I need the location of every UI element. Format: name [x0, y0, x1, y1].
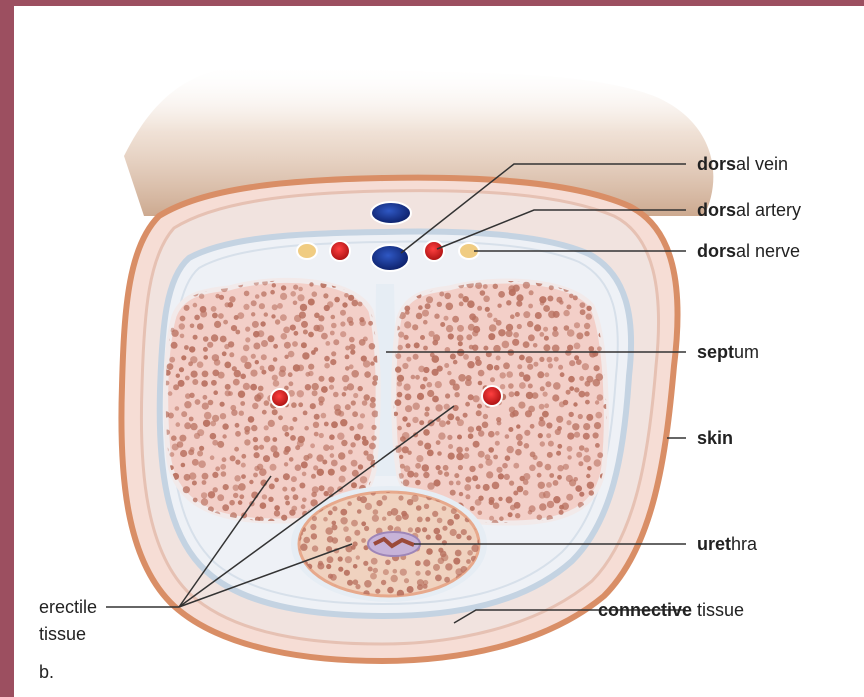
- label-erectile-tissue-line1: erectile: [39, 597, 97, 618]
- label-skin: skin: [697, 428, 733, 449]
- label-septum: septum: [697, 342, 759, 363]
- panel-label: b.: [39, 662, 54, 683]
- label-connective-tissue: connective tissue: [598, 600, 744, 621]
- superficial-dorsal-vein: [371, 202, 411, 224]
- dorsal-artery-left: [330, 241, 350, 261]
- label-dorsal-artery: dorsal artery: [697, 200, 801, 221]
- deep-artery-left: [271, 389, 289, 407]
- label-dorsal-nerve: dorsal nerve: [697, 241, 800, 262]
- dorsal-artery-right: [424, 241, 444, 261]
- label-erectile-tissue-line2: tissue: [39, 624, 86, 645]
- diagram-panel: dorsal vein dorsal artery dorsal nerve s…: [14, 6, 864, 697]
- label-dorsal-vein: dorsal vein: [697, 154, 788, 175]
- dorsal-nerve-left: [297, 243, 317, 259]
- deep-artery-right: [482, 386, 502, 406]
- label-urethra: urethra: [697, 534, 757, 555]
- dorsal-vein: [371, 245, 409, 271]
